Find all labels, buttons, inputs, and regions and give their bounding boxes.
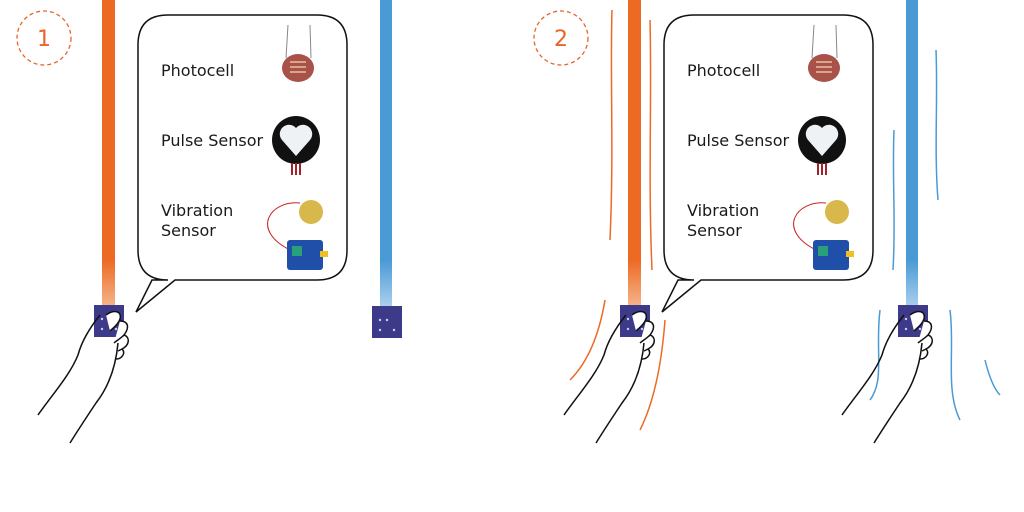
step-number: 1 <box>37 27 51 52</box>
standing-device <box>372 306 402 338</box>
step-badge: 1 <box>16 10 72 66</box>
panel-1: 1 Photocell Pulse Sensor Vibration Senso… <box>16 0 402 444</box>
pulse-sensor-icon <box>798 116 846 175</box>
pulse-sensor-icon <box>272 116 320 175</box>
photocell-icon <box>808 24 840 82</box>
speech-bubble: Photocell Pulse Sensor Vibration Sensor <box>135 14 348 313</box>
vibration-sensor-icon <box>267 200 328 270</box>
sensor-label-vibration-1: Vibration <box>161 201 233 220</box>
sensor-label-pulse: Pulse Sensor <box>161 131 263 150</box>
sensor-label-vibration-2: Sensor <box>161 221 216 240</box>
sensor-label-photocell: Photocell <box>161 61 234 80</box>
blue-signal-waves <box>869 49 1001 421</box>
step-badge: 2 <box>533 10 589 66</box>
orange-light-beam <box>102 0 115 306</box>
vibration-sensor-icon <box>793 200 854 270</box>
sensor-label-pulse: Pulse Sensor <box>687 131 789 150</box>
blue-light-beam <box>906 0 918 306</box>
sensor-label-vibration-2: Sensor <box>687 221 742 240</box>
speech-bubble: Photocell Pulse Sensor Vibration Sensor <box>661 14 874 313</box>
step-number: 2 <box>554 27 568 52</box>
blue-light-beam <box>380 0 392 306</box>
orange-light-beam <box>628 0 641 306</box>
sensor-label-vibration-1: Vibration <box>687 201 759 220</box>
panel-2: 2 Photocell Pulse Sensor Vibration Senso… <box>533 0 1001 444</box>
photocell-icon <box>282 24 314 82</box>
sensor-label-photocell: Photocell <box>687 61 760 80</box>
orange-signal-waves <box>569 9 666 431</box>
